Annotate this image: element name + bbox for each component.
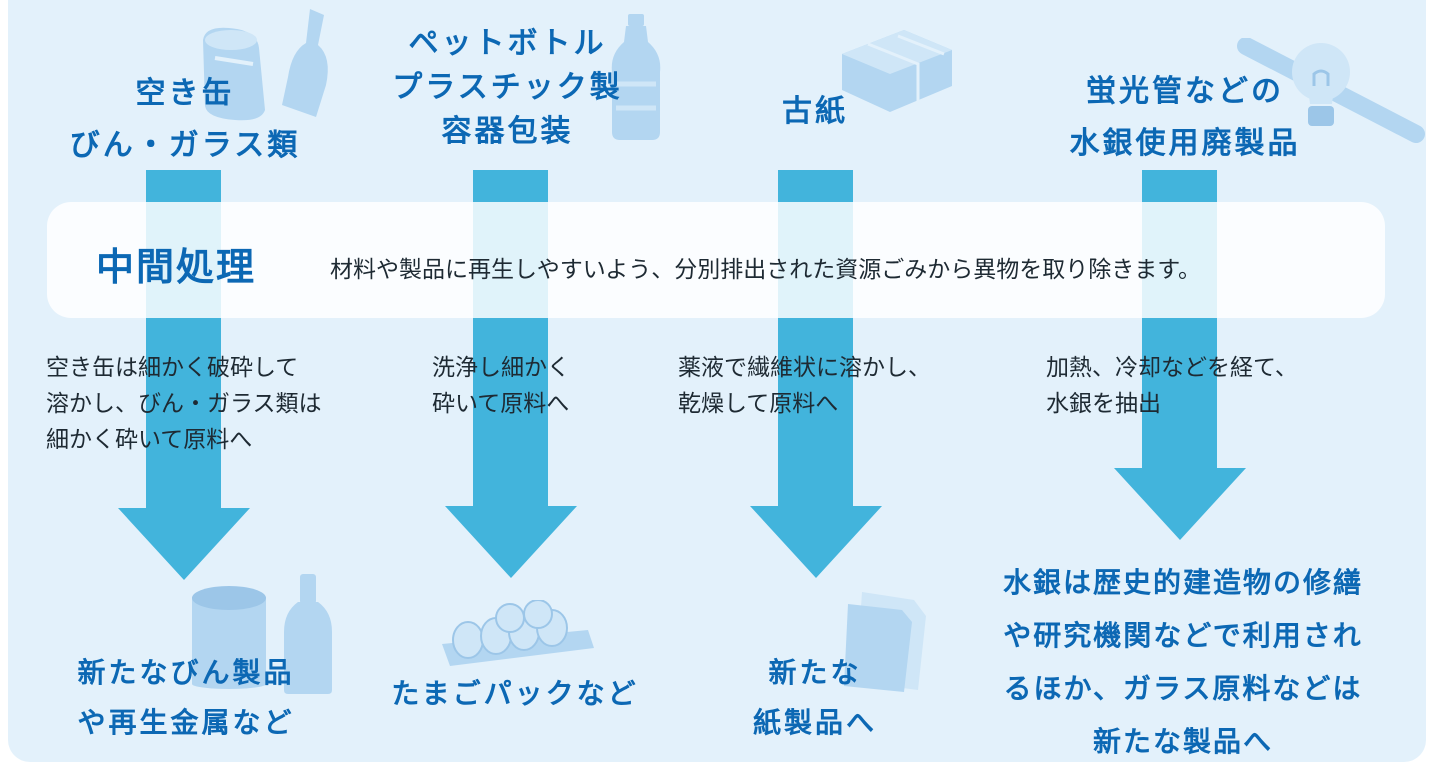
input-heading-cans-bottles: 空き缶 びん・ガラス類 bbox=[69, 76, 301, 163]
output-heading-cans-bottles: 新たなびん製品 や再生金属など bbox=[77, 656, 295, 739]
output-heading-pet-plastic: たまごパックなど bbox=[391, 677, 639, 710]
flow-arrow-head bbox=[750, 506, 882, 578]
flow-arrow-head bbox=[445, 506, 577, 578]
can-icon bbox=[188, 584, 270, 690]
flow-arrow-head bbox=[118, 508, 250, 580]
process-text-mercury-products: 加熱、冷却などを経て、 水銀を抽出 bbox=[1046, 355, 1298, 417]
newspaper-bundle-icon bbox=[838, 24, 956, 116]
light-bulb-icon bbox=[1286, 40, 1356, 136]
intermediate-processing-band bbox=[47, 202, 1385, 318]
intermediate-processing-description: 材料や製品に再生しやすいよう、分別排出された資源ごみから異物を取り除きます。 bbox=[330, 257, 1202, 283]
pet-bottle-icon bbox=[608, 12, 664, 142]
process-text-pet-plastic: 洗浄し細かく 砕いて原料へ bbox=[432, 355, 570, 417]
output-heading-mercury-products: 水銀は歴史的建造物の修繕 や研究機関などで利用され るほか、ガラス原料などは 新… bbox=[1002, 566, 1363, 758]
process-text-paper: 薬液で繊維状に溶かし、 乾燥して原料へ bbox=[678, 355, 931, 417]
output-heading-paper: 新たな 紙製品へ bbox=[752, 656, 877, 739]
process-text-cans-bottles: 空き缶は細かく破砕して 溶かし、びん・ガラス類は 細かく砕いて原料へ bbox=[46, 355, 322, 453]
egg-carton-icon bbox=[438, 600, 596, 678]
can-icon bbox=[195, 18, 270, 126]
glass-bottle-icon bbox=[272, 5, 336, 123]
paper-sheets-icon bbox=[842, 590, 928, 694]
flow-arrow-head bbox=[1114, 468, 1246, 540]
intermediate-processing-title: 中間処理 bbox=[96, 245, 257, 289]
input-heading-pet-plastic: ペットボトル プラスチック製 容器包装 bbox=[392, 26, 623, 149]
input-heading-mercury-products: 蛍光管などの 水銀使用廃製品 bbox=[1069, 74, 1301, 161]
glass-bottle-icon bbox=[282, 572, 334, 696]
input-heading-paper: 古紙 bbox=[782, 94, 848, 129]
